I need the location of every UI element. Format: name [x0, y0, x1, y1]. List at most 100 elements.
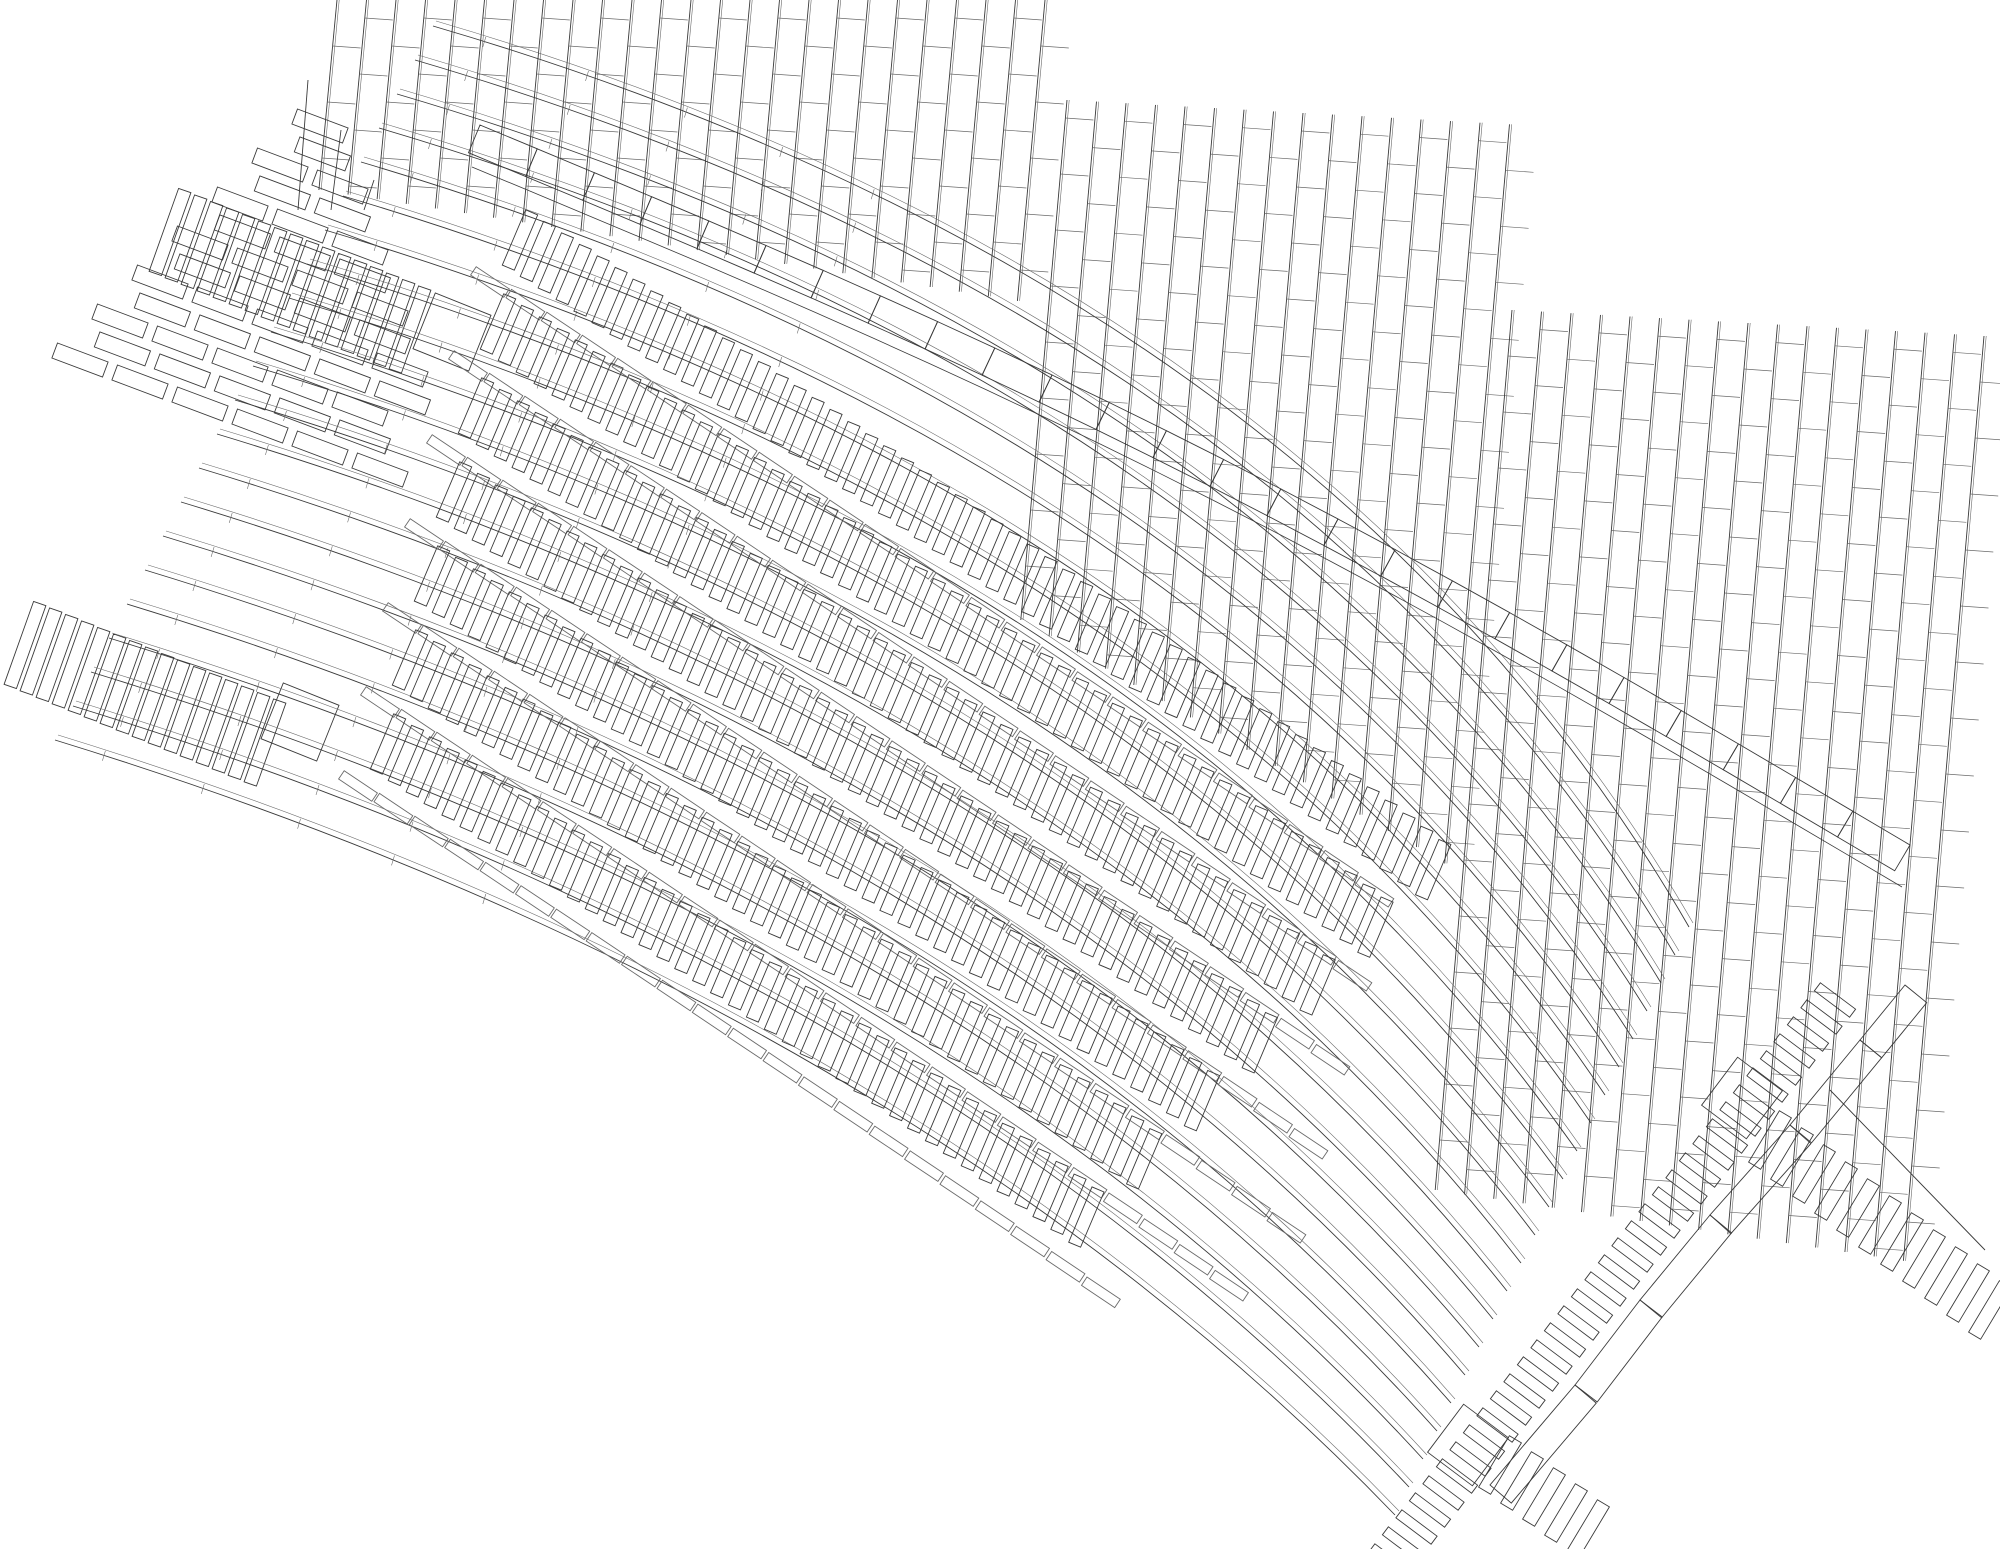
stretcher-brick — [1355, 877, 1394, 908]
brick-joint — [1297, 187, 1325, 189]
column-edge-inner — [1193, 110, 1247, 718]
wing-brick — [252, 148, 308, 182]
curved-rail — [433, 26, 1689, 927]
stretcher-brick — [617, 657, 656, 688]
brick-joint — [1269, 157, 1297, 159]
brick-joint — [1395, 418, 1423, 420]
soldier-brick — [800, 999, 835, 1059]
brick-joint — [1122, 487, 1150, 489]
brick-joint — [1405, 306, 1433, 308]
brick-joint — [1547, 583, 1575, 585]
border-inner-line — [472, 167, 1902, 887]
brick-joint — [660, 18, 688, 20]
brick-joint — [1503, 412, 1531, 414]
end-step-brick — [1747, 1068, 1788, 1102]
soldier-brick — [1001, 1039, 1036, 1099]
soldier-brick — [1210, 890, 1245, 950]
wing-brick — [354, 320, 410, 354]
rail-tick — [779, 357, 782, 367]
brick-joint — [1186, 434, 1214, 436]
brick-joint — [1496, 834, 1524, 836]
curved-rail — [379, 128, 1647, 1011]
soldier-brick — [669, 613, 704, 673]
soldier-brick — [843, 434, 878, 494]
soldier-brick — [1127, 1129, 1162, 1189]
stretcher-brick — [1156, 832, 1195, 863]
brick-joint — [778, 18, 806, 20]
brick-joint — [1798, 428, 1826, 430]
brick-joint — [1671, 1209, 1699, 1211]
brick-joint — [1380, 586, 1408, 588]
soldier-brick — [848, 734, 883, 794]
stretcher-brick — [374, 793, 413, 824]
brick-joint — [1606, 587, 1634, 589]
soldier-brick — [717, 350, 752, 410]
rail-tick — [338, 309, 341, 319]
wing-brick — [232, 248, 288, 282]
border-block — [1609, 678, 1681, 737]
soldier-brick — [876, 952, 911, 1012]
brick-joint — [1474, 197, 1502, 199]
soldier-brick — [701, 733, 736, 793]
soldier-brick — [1215, 793, 1250, 853]
brick-joint — [1612, 1206, 1640, 1208]
brick-joint — [1668, 899, 1696, 901]
stretcher-brick — [1298, 934, 1337, 965]
band-soldier-brick — [1881, 1213, 1924, 1272]
column-edge — [348, 0, 367, 195]
soldier-brick — [629, 686, 664, 746]
column-edge — [1435, 310, 1512, 1190]
soldier-brick — [965, 1014, 1000, 1074]
soldier-brick — [818, 1011, 853, 1071]
brick-joint — [1980, 382, 2000, 384]
soldier-brick — [782, 986, 817, 1046]
wing-brick — [274, 398, 330, 432]
column-edge — [1416, 123, 1480, 847]
brick-joint — [1793, 484, 1821, 486]
brick-joint — [1518, 919, 1546, 921]
soldier-brick — [964, 616, 999, 676]
column-edge — [377, 0, 396, 199]
brick-joint — [1142, 263, 1170, 265]
brick-joint — [1311, 694, 1339, 696]
soldier-brick — [825, 421, 860, 481]
soldier-brick — [870, 650, 905, 710]
brick-joint — [1504, 1087, 1532, 1089]
stretcher-brick — [648, 382, 687, 413]
brick-joint — [1855, 797, 1883, 799]
column-edge-inner — [816, 0, 841, 269]
soldier-brick — [665, 709, 700, 769]
brick-joint — [1744, 1044, 1772, 1046]
border-block — [469, 125, 538, 177]
curved-rail — [253, 366, 1549, 1207]
wing-soldier-brick — [148, 660, 190, 747]
brick-joint — [1238, 184, 1266, 186]
soldier-brick — [728, 950, 763, 1010]
brick-joint — [1530, 442, 1558, 444]
soldier-brick — [1013, 749, 1048, 809]
soldier-brick — [1018, 653, 1053, 713]
wing-soldier-brick — [325, 260, 367, 347]
brick-joint — [1570, 669, 1598, 671]
brick-joint — [1314, 329, 1342, 331]
soldier-brick — [924, 687, 959, 747]
soldier-brick — [496, 795, 531, 855]
wing-soldier-brick — [116, 647, 158, 734]
rail-tick — [558, 552, 561, 562]
brick-joint — [1469, 804, 1497, 806]
brick-joint — [1617, 1150, 1645, 1152]
brick-joint — [1348, 612, 1376, 614]
wing-brick — [314, 359, 370, 393]
brick-joint — [1026, 566, 1054, 568]
brick-joint — [1690, 985, 1718, 987]
brick-joint — [483, 18, 511, 20]
column-edge — [1021, 100, 1067, 620]
brick-joint — [757, 242, 785, 244]
soldier-brick — [476, 389, 511, 449]
end-step-brick — [1369, 1544, 1410, 1549]
soldier-brick — [370, 714, 405, 774]
column-edge-inner — [1759, 328, 1838, 1239]
stretcher-brick — [957, 790, 996, 821]
brick-joint — [1491, 338, 1519, 340]
soldier-brick — [642, 398, 677, 458]
